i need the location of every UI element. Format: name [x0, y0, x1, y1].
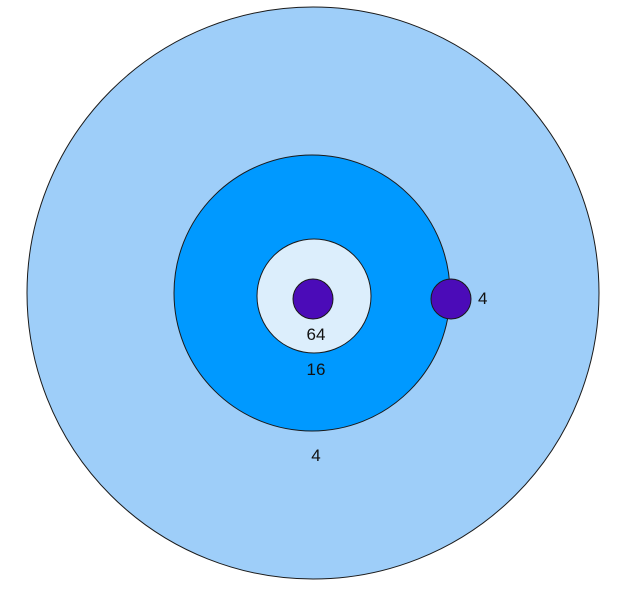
center-marker	[292, 278, 334, 320]
middle-ring-label: 16	[307, 360, 326, 379]
edge-marker-label: 4	[478, 289, 487, 308]
inner-ring-label: 64	[307, 325, 326, 344]
edge-marker	[430, 278, 472, 320]
outer-ring-label: 4	[311, 446, 320, 465]
